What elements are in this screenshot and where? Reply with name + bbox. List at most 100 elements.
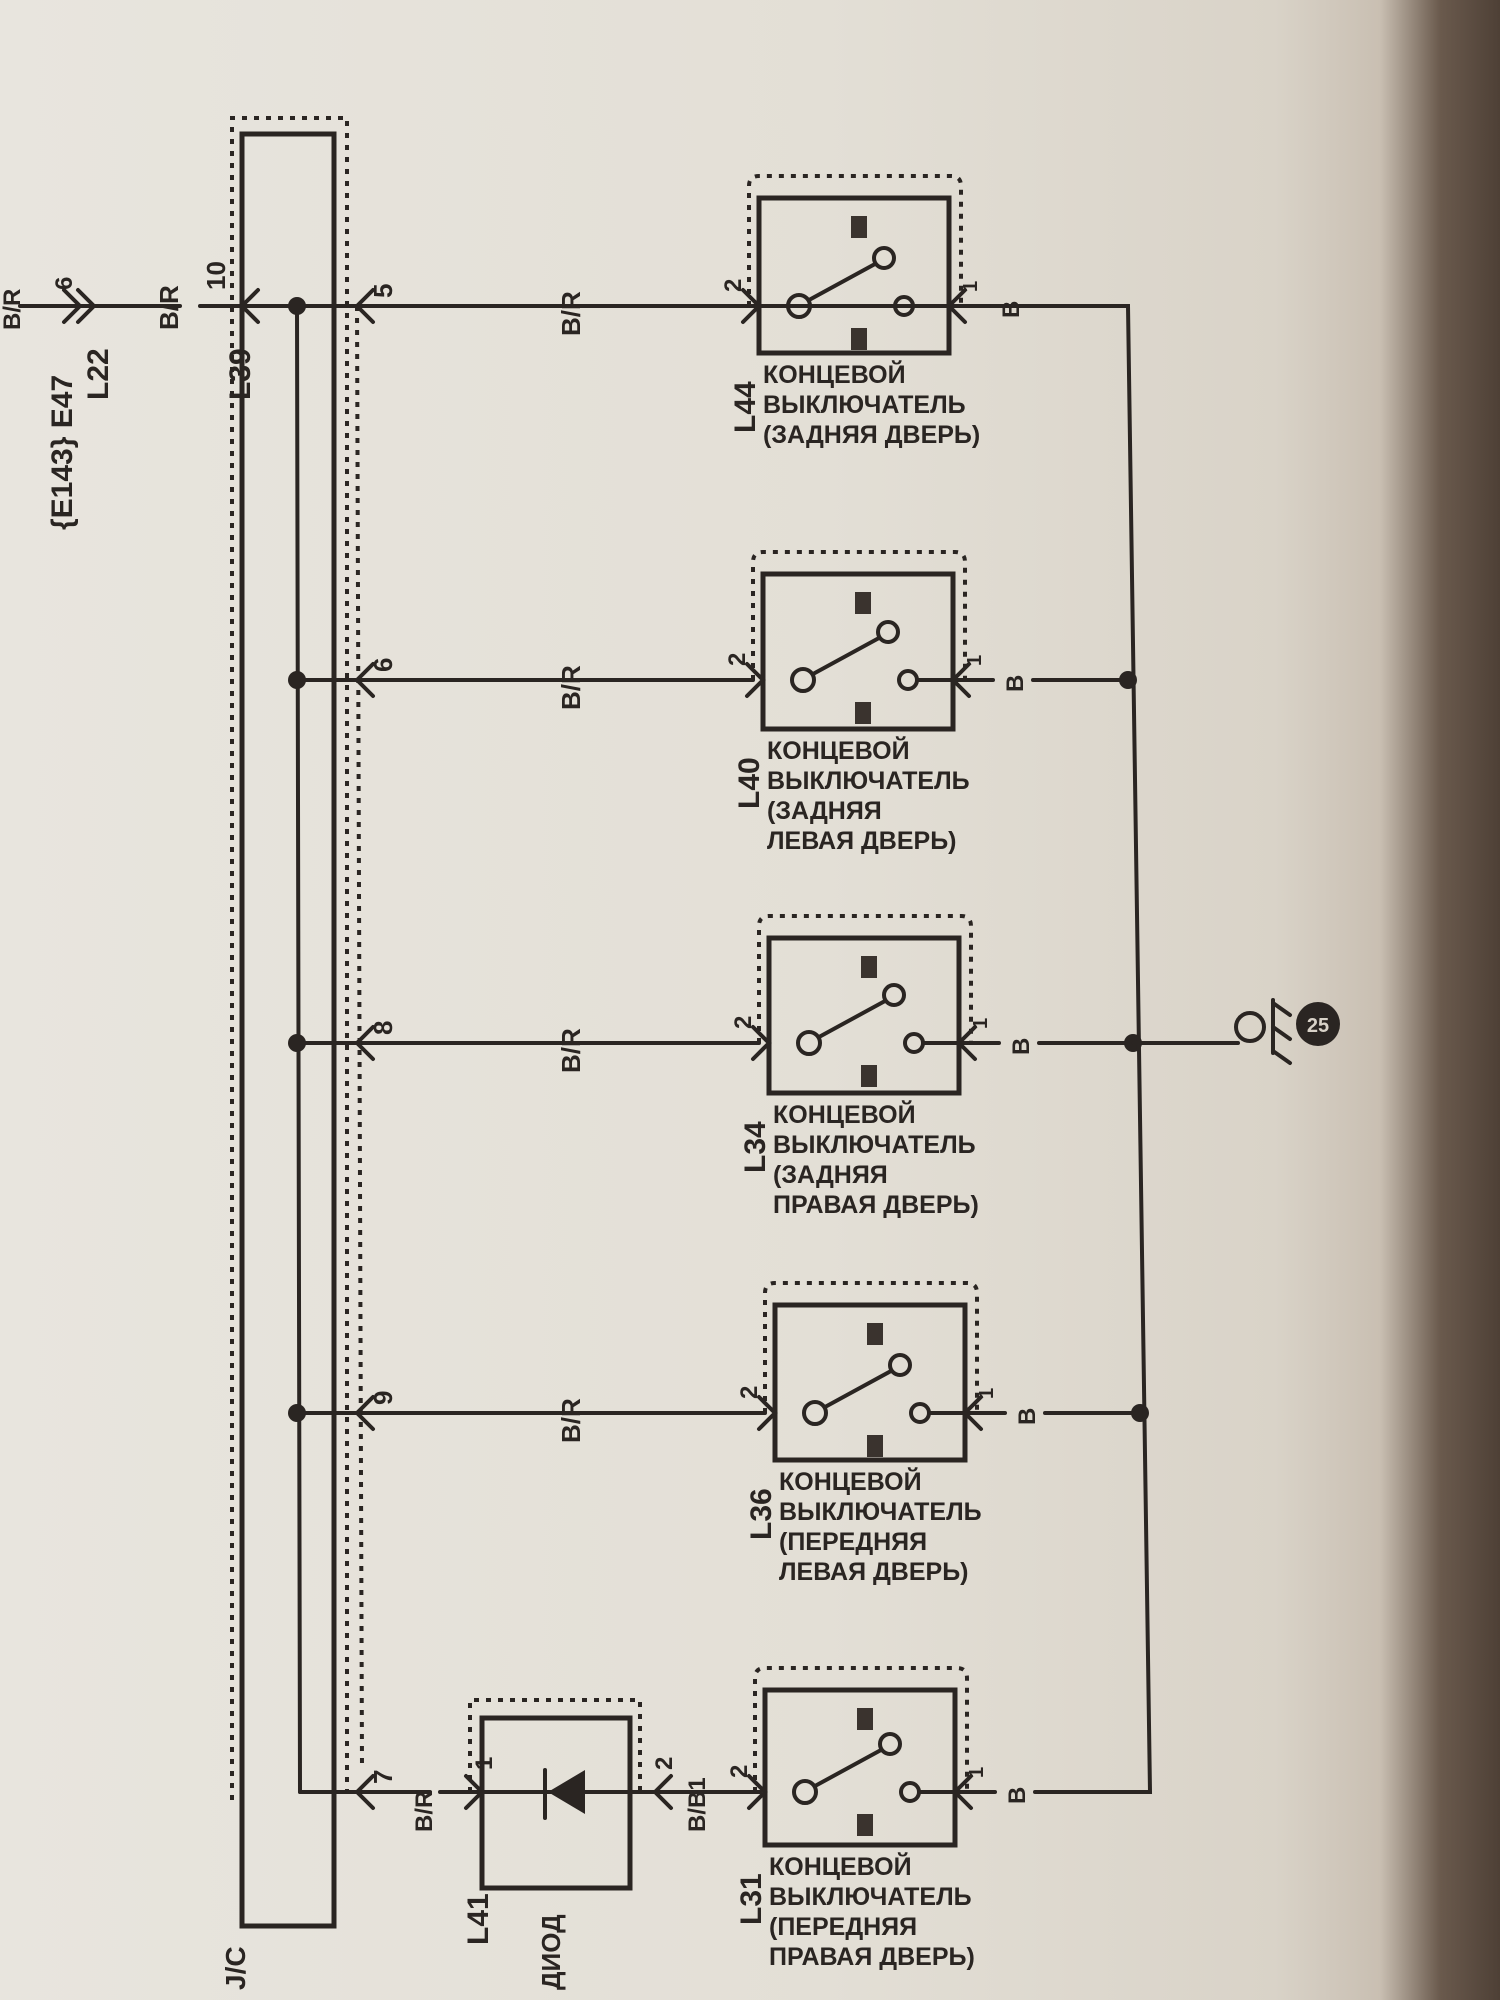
diode-id: L41 (462, 1893, 495, 1945)
connector-chevron (652, 1774, 673, 1810)
switch-lever (817, 999, 887, 1039)
switch-outline (757, 914, 973, 1043)
switch-description: КОНЦЕВОЙ (767, 735, 910, 765)
junction-dot (288, 671, 306, 689)
switch-description: КОНЦЕВОЙ (773, 1099, 916, 1129)
switch-outline (763, 1281, 979, 1413)
wire-label: B/R (556, 1028, 586, 1073)
pin-label: 8 (368, 1021, 398, 1035)
pin-label: 2 (736, 1386, 763, 1399)
door-switch-L34 (757, 914, 973, 1096)
diode-icon (548, 1770, 585, 1814)
connector-chevron (747, 1774, 768, 1810)
connector-chevron (952, 1774, 973, 1810)
connector-chevron (354, 1395, 375, 1431)
switch-body (762, 1687, 958, 1848)
pin-label: 2 (730, 1016, 757, 1029)
pin-label: 10 (201, 261, 231, 290)
switch-lever (807, 262, 877, 302)
connector-chevron (354, 662, 375, 698)
switch-body (756, 195, 952, 356)
pin-label: 2 (651, 1757, 678, 1770)
junction-dot (288, 297, 306, 315)
connector-label: L39 (224, 348, 257, 400)
switch-description: ВЫКЛЮЧАТЕЛЬ (779, 1498, 982, 1526)
wire-label: B (1008, 1038, 1035, 1055)
switch-id: L31 (735, 1873, 768, 1925)
switch-glyph-closed (855, 702, 871, 724)
switch-contact (897, 669, 919, 691)
switch-glyph-closed (857, 1814, 873, 1836)
pin-label: 1 (964, 655, 986, 666)
switch-contact (903, 1032, 925, 1054)
switch-glyph-open (867, 1323, 883, 1345)
pin-label: 2 (720, 279, 747, 292)
junction-dot (288, 1404, 306, 1422)
switch-body (766, 935, 962, 1096)
ground-icon (1234, 1011, 1266, 1043)
switch-description: КОНЦЕВОЙ (769, 1851, 912, 1881)
switch-description: ВЫКЛЮЧАТЕЛЬ (773, 1131, 976, 1159)
junction-block-outline (230, 116, 349, 1800)
wire-label: B/R (556, 1398, 586, 1443)
door-switch-L40 (751, 550, 967, 732)
pin-label: 5 (368, 284, 398, 298)
switch-glyph-closed (867, 1435, 883, 1457)
connector-chevron (962, 1395, 983, 1431)
pin-label: 1 (976, 1388, 998, 1399)
ground-bus (1098, 304, 1153, 1794)
switch-id: L36 (745, 1488, 778, 1540)
switch-id: L40 (733, 757, 766, 809)
switch-id: L34 (739, 1121, 772, 1173)
ground-point-badge (1296, 1002, 1340, 1046)
switch-glyph-open (857, 1708, 873, 1730)
switch-contact (876, 620, 900, 644)
connector-chevron (62, 288, 83, 324)
connector-chevron (464, 1774, 485, 1810)
switch-lever (823, 1369, 893, 1409)
wire-label: B (1002, 675, 1029, 692)
switch-contact (899, 1781, 921, 1803)
switch-contact (882, 983, 906, 1007)
switch-contact (878, 1732, 902, 1756)
switch-body (760, 571, 956, 732)
junction-dot (288, 1034, 306, 1052)
door-switch-L31 (753, 1666, 969, 1848)
switch-glyph-open (851, 216, 867, 238)
diode-body (479, 1715, 633, 1891)
connector-chevron (950, 662, 971, 698)
switch-description: (ПЕРЕДНЯЯ (779, 1528, 927, 1556)
switch-contact (786, 293, 812, 319)
wire-label: B/B1 (684, 1777, 711, 1832)
switch-description: ВЫКЛЮЧАТЕЛЬ (769, 1883, 972, 1911)
wire-label: B (1004, 1787, 1031, 1804)
connector-chevron (946, 288, 967, 324)
switch-description: ПРАВАЯ ДВЕРЬ) (773, 1191, 979, 1219)
switch-contact (792, 1779, 818, 1805)
pin-label: 2 (726, 1765, 753, 1778)
switch-description: ЛЕВАЯ ДВЕРЬ) (779, 1558, 969, 1586)
wire-label: B/R (411, 1791, 438, 1832)
switch-outline (747, 174, 963, 306)
connector-label: {E143} E47 (46, 375, 79, 530)
connector-chevron (956, 1025, 977, 1061)
wire-label: B (998, 301, 1025, 318)
junction-block-label: J/C (220, 1946, 251, 1990)
switch-description: ПРАВАЯ ДВЕРЬ) (769, 1943, 975, 1971)
switch-description: (ЗАДНЯЯ (773, 1161, 888, 1189)
switch-description: КОНЦЕВОЙ (779, 1466, 922, 1496)
switch-body (772, 1302, 968, 1463)
wire-label: B (1014, 1408, 1041, 1425)
pin-label: 6 (368, 658, 398, 672)
switch-description: (ПЕРЕДНЯЯ (769, 1913, 917, 1941)
switch-contact (802, 1400, 828, 1426)
connector-chevron (741, 288, 762, 324)
switch-description: КОНЦЕВОЙ (763, 359, 906, 389)
switch-id: L44 (729, 381, 762, 433)
door-switch-L44 (747, 174, 963, 356)
door-switch-L36 (763, 1281, 979, 1463)
pin-label: 1 (966, 1767, 988, 1778)
switch-contact (888, 1353, 912, 1377)
